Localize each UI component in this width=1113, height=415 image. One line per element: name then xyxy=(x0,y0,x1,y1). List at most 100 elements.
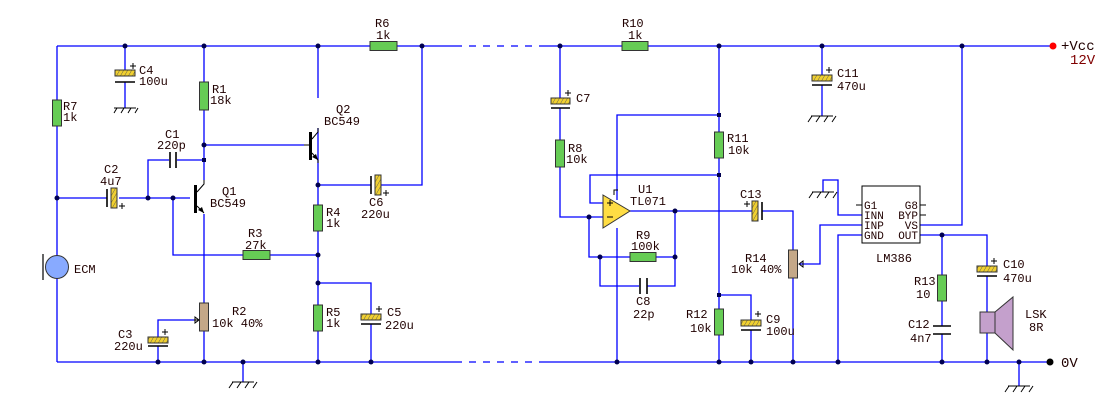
ground-terminal[interactable] xyxy=(1046,358,1054,366)
value-r11: 10k xyxy=(728,144,750,158)
capacitor-c3[interactable] xyxy=(147,329,169,347)
value-r8: 10k xyxy=(566,153,588,167)
label-c8: C8 xyxy=(636,295,650,309)
resistor-r7[interactable] xyxy=(52,99,62,127)
label-c3: C3 xyxy=(118,328,132,342)
label-r6: R6 xyxy=(375,17,389,31)
value-r1: 18k xyxy=(210,94,232,108)
label-lm386: LM386 xyxy=(876,252,912,266)
potentiometer-r2[interactable] xyxy=(199,302,209,332)
microphone-ecm[interactable] xyxy=(42,254,69,280)
resistor-r4[interactable] xyxy=(313,204,323,232)
label-c1: C1 xyxy=(165,128,179,142)
value-c10: 470u xyxy=(1003,272,1032,286)
resistor-r10[interactable] xyxy=(621,41,649,51)
value-c2: 4u7 xyxy=(100,175,122,189)
wires-right xyxy=(540,45,1050,386)
capacitor-c10[interactable] xyxy=(976,258,998,277)
potentiometer-r14[interactable] xyxy=(788,249,798,279)
resistor-r13[interactable] xyxy=(937,274,947,302)
vcc-terminal[interactable] xyxy=(1049,42,1057,50)
label-q1: Q1 xyxy=(222,185,236,199)
label-c4: C4 xyxy=(139,64,153,78)
label-c11: C11 xyxy=(837,67,859,81)
value-r6: 1k xyxy=(376,29,390,43)
ground-label: 0V xyxy=(1061,356,1078,372)
label-c7: C7 xyxy=(576,92,590,106)
label-r9: R9 xyxy=(636,229,650,243)
capacitor-c13[interactable] xyxy=(744,200,763,222)
label-u1: U1 xyxy=(638,183,652,197)
capacitor-c8[interactable] xyxy=(639,278,648,294)
label-r13: R13 xyxy=(914,275,936,289)
capacitor-c11[interactable] xyxy=(811,67,833,86)
junction-dots xyxy=(54,43,1022,365)
label-lsk: LSK xyxy=(1025,308,1047,322)
label-q2: Q2 xyxy=(336,103,350,117)
value-r7: 1k xyxy=(63,111,77,125)
label-ecm: ECM xyxy=(74,263,96,277)
resistors xyxy=(52,41,947,336)
value-r10: 1k xyxy=(628,29,642,43)
label-r4: R4 xyxy=(326,206,340,220)
label-c5: C5 xyxy=(387,306,401,320)
label-r2: R2 xyxy=(232,305,246,319)
label-r12: R12 xyxy=(686,308,708,322)
capacitor-c5[interactable] xyxy=(360,306,382,325)
resistor-r6[interactable] xyxy=(369,41,398,51)
label-c13: C13 xyxy=(740,188,762,202)
vcc-label: +Vcc xyxy=(1061,39,1095,55)
label-c12: C12 xyxy=(908,318,930,332)
label-c6: C6 xyxy=(369,196,383,210)
pin-inn: INN xyxy=(864,211,884,223)
ground-symbols xyxy=(113,107,1034,393)
transistor-q1[interactable] xyxy=(194,180,205,214)
resistor-r3[interactable] xyxy=(242,250,271,260)
ic-lm386[interactable] xyxy=(856,185,926,244)
resistor-r11[interactable] xyxy=(714,131,724,159)
capacitor-c12[interactable] xyxy=(933,325,951,335)
opamp-u1[interactable] xyxy=(602,189,631,229)
speaker-lsk[interactable] xyxy=(979,295,1014,352)
value-r9: 100k xyxy=(631,240,660,254)
resistor-r5[interactable] xyxy=(313,304,323,332)
label-r10: R10 xyxy=(622,17,644,31)
label-r5: R5 xyxy=(326,306,340,320)
value-q2: BC549 xyxy=(324,115,360,129)
capacitors xyxy=(106,63,998,347)
transistor-q2[interactable] xyxy=(304,128,319,163)
resistor-r12[interactable] xyxy=(714,308,724,336)
wires-left xyxy=(56,45,540,382)
resistor-r9[interactable] xyxy=(629,252,657,262)
label-c9: C9 xyxy=(766,313,780,327)
pin-byp: BYP xyxy=(898,211,918,223)
value-u1: TL071 xyxy=(630,195,666,209)
capacitor-c6[interactable] xyxy=(370,174,389,196)
value-r13: 10 xyxy=(916,288,930,302)
pin-out: OUT xyxy=(898,231,918,243)
pin-vs: VS xyxy=(905,221,919,233)
pin-inp: INP xyxy=(864,221,884,233)
label-c2: C2 xyxy=(104,163,118,177)
label-r11: R11 xyxy=(727,132,749,146)
capacitor-c2[interactable] xyxy=(106,187,125,209)
value-c4: 100u xyxy=(139,75,168,89)
value-r3: 27k xyxy=(245,239,267,253)
value-r12: 10k xyxy=(690,322,712,336)
value-r4: 1k xyxy=(326,217,340,231)
resistor-r8[interactable] xyxy=(555,139,565,168)
pin-g1: G1 xyxy=(864,201,878,213)
label-r1: R1 xyxy=(212,83,226,97)
capacitor-c4[interactable] xyxy=(114,63,136,83)
label-c10: C10 xyxy=(1003,258,1025,272)
pin-g8: G8 xyxy=(905,201,918,213)
value-c9: 100u xyxy=(766,325,795,339)
value-c5: 220u xyxy=(385,319,414,333)
label-r14: R14 xyxy=(745,252,767,266)
value-r5: 1k xyxy=(326,317,340,331)
capacitor-c9[interactable] xyxy=(740,311,762,331)
capacitor-c1[interactable] xyxy=(169,152,177,168)
capacitor-c7[interactable] xyxy=(550,90,571,109)
resistor-r1[interactable] xyxy=(199,81,209,111)
